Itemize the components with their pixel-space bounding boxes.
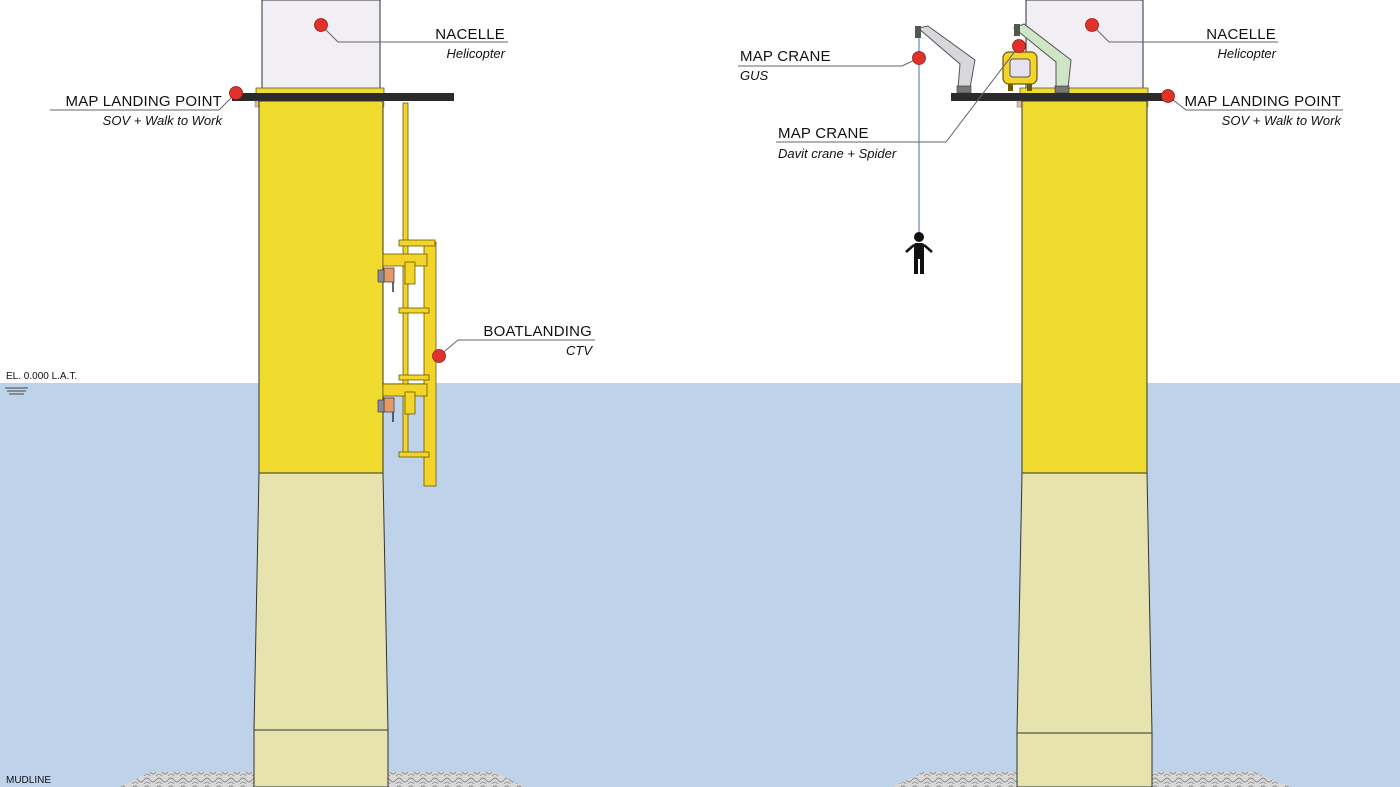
mudline-label: MUDLINE	[6, 775, 52, 786]
left-turbine	[50, 0, 595, 787]
left-landing-marker	[229, 86, 243, 100]
right-landing-deck	[951, 93, 1174, 101]
left-nacelle-marker	[314, 18, 328, 32]
boatlanding-sub: CTV	[566, 343, 592, 358]
left-nacelle-title: NACELLE	[435, 26, 505, 43]
right-monopile	[1016, 472, 1153, 734]
left-landing-title: MAP LANDING POINT	[65, 93, 222, 110]
elevation-label: EL. 0.000 L.A.T.	[6, 371, 78, 382]
left-landing-sub: SOV + Walk to Work	[102, 113, 222, 128]
left-boatlanding-structure	[382, 102, 437, 487]
left-landing-deck	[232, 93, 454, 101]
left-transition-piece	[258, 100, 384, 474]
crane-davit-title: MAP CRANE	[778, 125, 869, 142]
right-transition-piece	[1021, 100, 1148, 474]
right-landing-title: MAP LANDING POINT	[1184, 93, 1341, 110]
left-boatlanding-marker	[432, 349, 446, 363]
right-landing-marker	[1161, 89, 1175, 103]
right-turbine	[738, 0, 1343, 787]
right-nacelle-marker	[1085, 18, 1099, 32]
sea-water	[0, 383, 1400, 787]
left-nacelle	[261, 0, 381, 91]
crane-gus-sub: GUS	[740, 68, 769, 83]
left-leader-lines	[50, 24, 595, 357]
crane-gus-marker	[912, 51, 926, 65]
crane-gus-title: MAP CRANE	[740, 48, 831, 65]
crane-gus	[915, 25, 976, 240]
right-landing-sub: SOV + Walk to Work	[1221, 113, 1341, 128]
boatlanding-title: BOATLANDING	[483, 323, 592, 340]
crane-davit-marker	[1012, 39, 1026, 53]
water-level-symbol	[5, 387, 28, 395]
left-nacelle-sub: Helicopter	[446, 46, 505, 61]
right-nacelle-title: NACELLE	[1206, 26, 1276, 43]
person-icon	[905, 232, 933, 274]
right-nacelle-sub: Helicopter	[1217, 46, 1276, 61]
left-monopile	[253, 472, 389, 731]
left-boatlanding-clamps	[377, 267, 395, 422]
crane-davit-sub: Davit crane + Spider	[778, 146, 897, 161]
crane-davit	[1002, 23, 1072, 94]
